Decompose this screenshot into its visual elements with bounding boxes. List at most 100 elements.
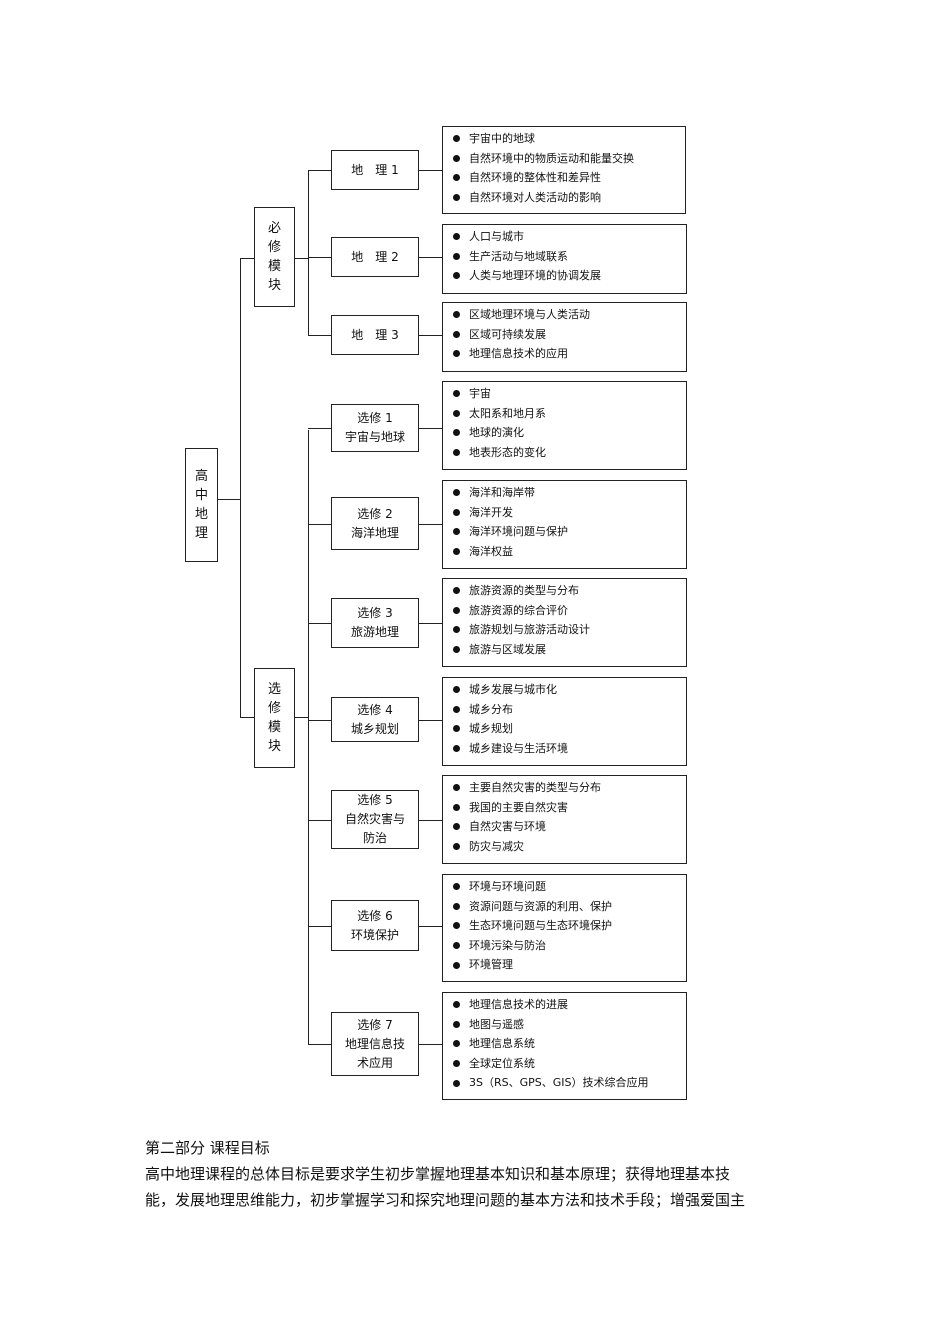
module-label: 环境保护 xyxy=(350,927,399,942)
module-label: 防治 xyxy=(362,831,387,845)
connector-line xyxy=(419,720,442,721)
connector-line xyxy=(295,717,308,718)
connector-line xyxy=(308,926,331,927)
connector-line xyxy=(308,170,309,335)
connector-line xyxy=(419,335,442,336)
group-node-elective: 选修模块 xyxy=(254,668,295,768)
topic-list: 旅游资源的类型与分布旅游资源的综合评价旅游规划与旅游活动设计旅游与区域发展 xyxy=(442,578,687,667)
group-label-char: 修 xyxy=(267,701,281,716)
topic-item: 地理信息技术的进展 xyxy=(453,995,686,1015)
bullet-icon xyxy=(453,548,460,556)
connector-line xyxy=(419,524,442,525)
module-node: 选修 5 自然灾害与防治 xyxy=(331,790,419,849)
topic-item: 3S（RS、GPS、GIS）技术综合应用 xyxy=(453,1073,686,1093)
topic-text: 人口与城市 xyxy=(469,230,524,243)
topic-item: 海洋开发 xyxy=(453,503,686,523)
connector-line xyxy=(419,820,442,821)
module-label: 城乡规划 xyxy=(350,721,399,736)
bullet-icon xyxy=(453,508,460,516)
topic-item: 全球定位系统 xyxy=(453,1054,686,1074)
bullet-icon xyxy=(453,803,460,811)
module-label: 选修 1 xyxy=(357,411,393,425)
paragraph-line-1: 高中地理课程的总体目标是要求学生初步掌握地理基本知识和基本原理；获得地理基本技 xyxy=(145,1165,731,1183)
module-label: 选修 6 xyxy=(357,908,393,923)
group-label-char: 块 xyxy=(267,278,281,293)
bullet-icon xyxy=(453,330,460,338)
topic-item: 人类与地理环境的协调发展 xyxy=(453,266,686,286)
root-label-char: 理 xyxy=(194,526,208,541)
topic-text: 宇宙 xyxy=(469,387,491,400)
topic-text: 地图与遥感 xyxy=(469,1017,524,1031)
module-node: 选修 4 城乡规划 xyxy=(331,697,419,742)
group-label-char: 模 xyxy=(267,259,281,274)
topic-item: 地图与遥感 xyxy=(453,1015,686,1035)
bullet-icon xyxy=(453,194,460,202)
module-label: 选修 5 xyxy=(357,793,393,807)
topic-list: 宇宙中的地球自然环境中的物质运动和能量交换自然环境的整体性和差异性自然环境对人类… xyxy=(442,126,686,214)
topic-list: 宇宙太阳系和地月系地球的演化地表形态的变化 xyxy=(442,381,687,470)
bullet-icon xyxy=(453,528,460,536)
module-label: 自然灾害与 xyxy=(344,812,405,826)
topic-text: 地理信息技术的应用 xyxy=(469,347,568,361)
topic-item: 旅游资源的综合评价 xyxy=(453,601,686,621)
connector-line xyxy=(295,258,308,259)
topic-item: 海洋和海岸带 xyxy=(453,483,686,503)
bullet-icon xyxy=(453,449,460,457)
topic-item: 旅游与区域发展 xyxy=(453,640,686,660)
connector-line xyxy=(308,257,331,258)
module-label: 选修 4 xyxy=(357,702,393,717)
module-node: 选修 6 环境保护 xyxy=(331,900,419,951)
root-node: 高中地理 xyxy=(185,448,218,562)
bullet-icon xyxy=(453,823,460,831)
topic-text: 海洋开发 xyxy=(469,505,513,519)
connector-line xyxy=(308,524,331,525)
root-label-char: 地 xyxy=(194,507,208,522)
root-label-char: 高 xyxy=(194,469,208,484)
group-node-required: 必修模块 xyxy=(254,207,295,307)
topic-item: 区域地理环境与人类活动 xyxy=(453,305,686,325)
module-label: 地 理 3 xyxy=(351,327,399,342)
bullet-icon xyxy=(453,725,460,733)
bullet-icon xyxy=(453,1020,460,1028)
bullet-icon xyxy=(453,135,460,143)
topic-item: 生态环境问题与生态环境保护 xyxy=(453,916,686,936)
group-label-char: 选 xyxy=(267,682,281,697)
topic-text: 自然环境中的物质运动和能量交换 xyxy=(469,151,634,165)
module-label: 地 理 2 xyxy=(351,249,399,264)
module-label: 宇宙与地球 xyxy=(344,430,405,444)
paragraph-line-2: 能，发展地理思维能力，初步掌握学习和探究地理问题的基本方法和技术手段；增强爱国主 xyxy=(145,1191,746,1209)
topic-text: 自然环境对人类活动的影响 xyxy=(469,190,601,204)
group-label-char: 模 xyxy=(267,720,281,735)
module-label: 选修 3 xyxy=(357,606,393,620)
topic-text: 主要自然灾害的类型与分布 xyxy=(469,781,601,794)
topic-item: 主要自然灾害的类型与分布 xyxy=(453,778,686,798)
topic-text: 宇宙中的地球 xyxy=(469,132,535,145)
connector-line xyxy=(419,623,442,624)
module-node: 选修 1 宇宙与地球 xyxy=(331,404,419,452)
bullet-icon xyxy=(453,272,460,280)
topic-item: 地球的演化 xyxy=(453,423,686,443)
topic-text: 城乡建设与生活环境 xyxy=(469,741,568,755)
topic-text: 我国的主要自然灾害 xyxy=(469,800,568,814)
module-label: 选修 2 xyxy=(357,506,393,521)
topic-item: 海洋权益 xyxy=(453,542,686,562)
topic-text: 人类与地理环境的协调发展 xyxy=(469,269,601,283)
module-label: 选修 7 xyxy=(357,1017,393,1032)
section-heading: 第二部分 课程目标 xyxy=(145,1139,270,1157)
connector-line xyxy=(308,623,331,624)
connector-line xyxy=(308,820,331,821)
topic-item: 太阳系和地月系 xyxy=(453,404,686,424)
bullet-icon xyxy=(453,1040,460,1048)
topic-item: 城乡分布 xyxy=(453,700,686,720)
connector-line xyxy=(308,430,309,1044)
topic-item: 人口与城市 xyxy=(453,227,686,247)
topic-item: 地理信息技术的应用 xyxy=(453,344,686,364)
topic-text: 城乡发展与城市化 xyxy=(469,683,557,696)
bullet-icon xyxy=(453,1001,460,1009)
topic-list: 海洋和海岸带海洋开发海洋环境问题与保护海洋权益 xyxy=(442,480,687,569)
bullet-icon xyxy=(453,942,460,950)
module-node: 地 理 2 xyxy=(331,237,419,277)
topic-text: 环境管理 xyxy=(469,958,513,972)
topic-item: 自然环境中的物质运动和能量交换 xyxy=(453,149,685,169)
topic-text: 生产活动与地域联系 xyxy=(469,249,568,263)
